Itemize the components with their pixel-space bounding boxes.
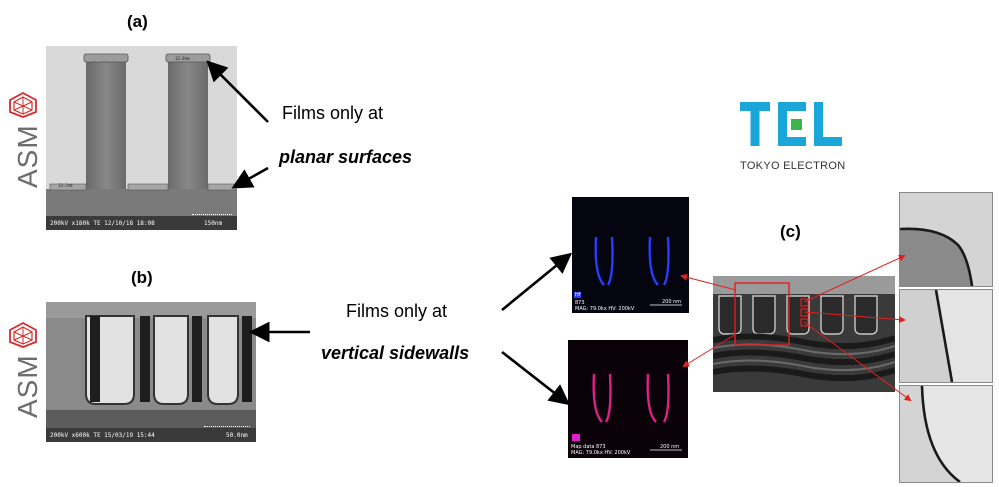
asm-hexagon-icon [9, 91, 37, 118]
tem-highlight-box [734, 282, 790, 346]
asm-wordmark-a: ASM [12, 124, 43, 188]
tel-wordmark-icon [740, 102, 842, 146]
sem-b-footer: 200kV x600k TE 15/03/19 15:44 [50, 432, 155, 439]
eds-hf-scale: 200 nm [662, 299, 682, 305]
tem-zoom-middle [899, 289, 993, 383]
asm-wordmark-b: ASM [12, 354, 43, 418]
sem-a-meas-top: 12.8nm [175, 56, 190, 61]
connector-to-zoom-bottom [803, 321, 912, 402]
sem-image-b: 200kV x600k TE 15/03/19 15:44 50.0nm [46, 302, 256, 442]
panel-a-label: (a) [127, 12, 148, 31]
caption-vertical-line1: Films only at [346, 301, 448, 321]
arrow-to-top-film [206, 60, 269, 123]
caption-vertical-line2: vertical sidewalls [321, 343, 470, 363]
arrow-to-eds-bottom [501, 350, 571, 406]
eds-map-overlay: Map data 873 MAG: 79.0kx HV: 200kV 200 n… [568, 340, 688, 458]
tem-zoom-bottom [899, 385, 993, 484]
sem-b-scale-bar [204, 426, 250, 430]
panel-c-label: (c) [780, 222, 801, 241]
connector-to-eds-top [680, 273, 737, 291]
caption-planar-line1: Films only at [282, 103, 384, 123]
eds-overlay-line2: MAG: 79.0kx HV: 200kV [571, 450, 631, 456]
asm-logo-b [8, 321, 38, 353]
sem-a-scale-bar [192, 214, 232, 218]
sem-a-footer: 200kV x180k TE 12/10/18 18:08 [50, 220, 155, 227]
eds-hf-element: Hf [575, 292, 581, 298]
sem-image-a: 200kV x180k TE 12/10/18 18:08 150nm 12.8… [46, 46, 237, 230]
panel-b-label: (b) [131, 268, 153, 287]
sem-a-scale: 150nm [204, 220, 223, 227]
eds-overlay-line1: Map data 873 [571, 444, 606, 450]
arrow-group-b [248, 321, 310, 343]
eds-map-hf: Hf 873 MAG: 79.0kx HV: 200kV 200 nm [572, 197, 689, 313]
tel-subtitle: TOKYO ELECTRON [740, 160, 846, 172]
eds-hf-line1: 873 [575, 300, 585, 306]
arrow-group-eds [501, 252, 573, 406]
tem-image-c [712, 276, 896, 392]
eds-hf-line2: MAG: 79.0kx HV: 200kV [575, 306, 635, 312]
arrow-to-bottom-film [231, 166, 269, 189]
sem-a-meas-bottom: 13.2nm [58, 183, 73, 188]
asm-logo-a [8, 91, 38, 123]
connector-to-zoom-top [803, 254, 906, 303]
eds-overlay-scale: 200 nm [660, 444, 680, 450]
arrow-to-eds-top [501, 252, 573, 312]
red-connectors [680, 254, 912, 402]
connector-to-zoom-middle [803, 311, 906, 324]
sem-b-scale: 50.0nm [226, 432, 248, 439]
arrow-group-a [206, 60, 269, 189]
tel-logo: TOKYO ELECTRON [740, 102, 850, 174]
connector-to-eds-bottom [682, 333, 737, 368]
asm-hexagon-icon [9, 321, 37, 348]
caption-planar-line2: planar surfaces [279, 147, 413, 167]
tem-zoom-top [899, 192, 993, 287]
